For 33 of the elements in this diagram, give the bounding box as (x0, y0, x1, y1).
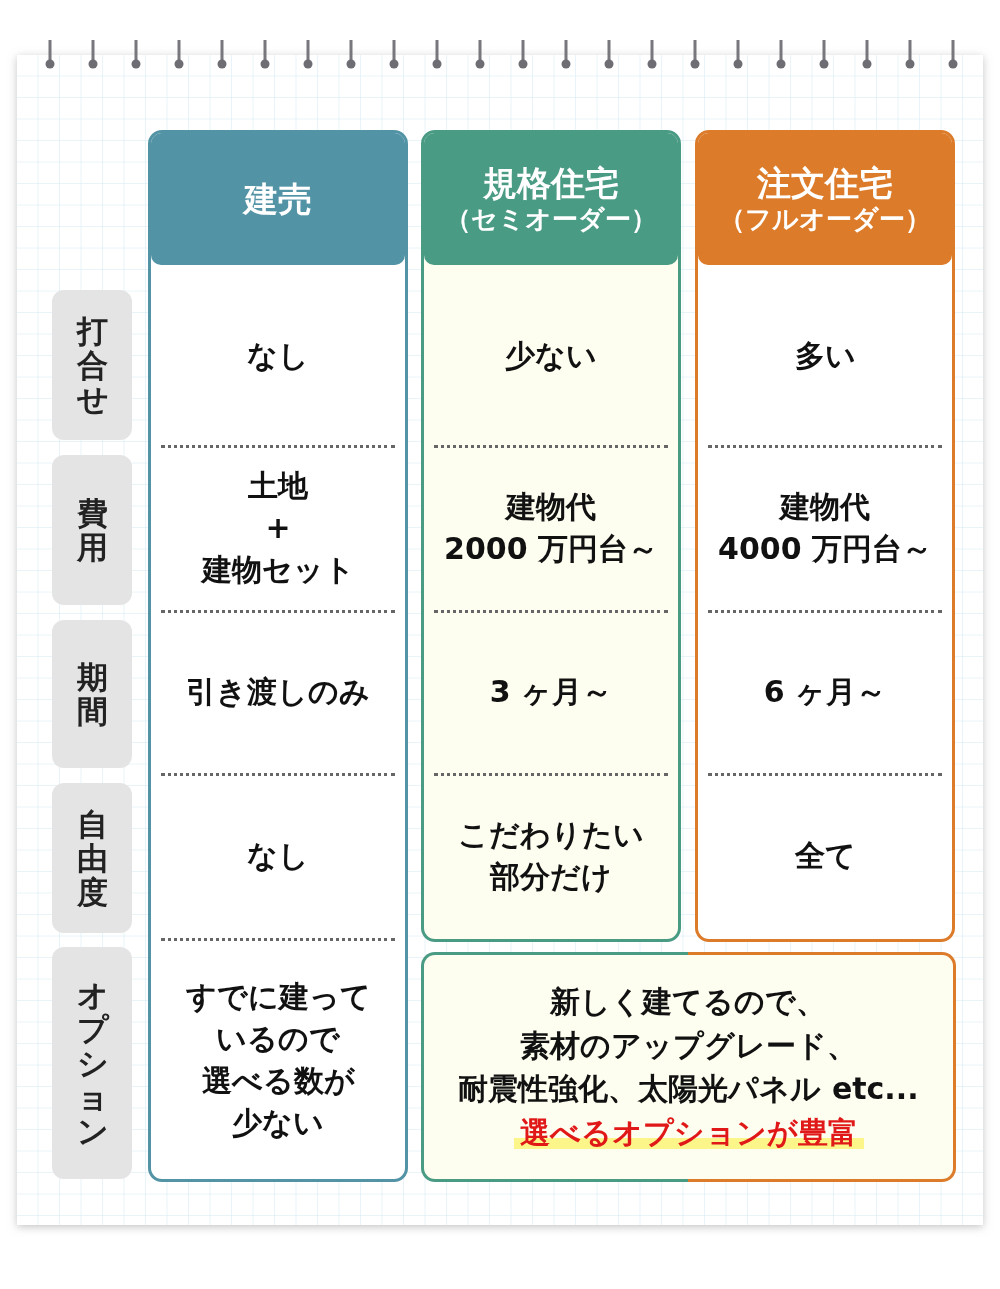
row-header (52, 455, 132, 605)
table-cell-text: 全て (794, 837, 856, 875)
table-cell-text: 土地+建物セット (201, 467, 355, 589)
option-description: 新しく建てるので、素材のアップグレード、耐震性強化、太陽光パネル etc... (458, 983, 919, 1108)
table-cell-text: すでに建っているので選べる数が少ない (185, 978, 371, 1142)
header-title: 規格住宅 (483, 163, 619, 204)
row-label: 費用 (76, 495, 108, 565)
table-cell-text: 建物代2000 万円台～ (444, 488, 658, 568)
row-label: 自由度 (76, 806, 108, 910)
table-cell-text: 引き渡しのみ (186, 673, 370, 711)
table-cell-text: なし (247, 837, 309, 875)
header-subtitle: （セミオーダー） (445, 203, 657, 235)
table-cell-text: なし (247, 336, 309, 375)
row-header (52, 290, 132, 440)
row-header (52, 620, 132, 768)
column-panel (695, 130, 955, 942)
table-cell-text: 3 ヶ月～ (489, 673, 613, 711)
table-cell-text: 6 ヶ月～ (763, 673, 887, 711)
row-label: オプション (76, 977, 108, 1149)
row-header (52, 947, 132, 1179)
row-header (52, 783, 132, 933)
row-label: 打合せ (76, 313, 108, 417)
table-cell-text: 建物代4000 万円台～ (718, 488, 932, 568)
header-title: 建売 (244, 178, 312, 220)
column-panel (421, 130, 681, 942)
table-cell-text: こだわりたい部分だけ (458, 816, 644, 896)
header-subtitle: （フルオーダー） (719, 203, 931, 235)
header-title: 注文住宅 (757, 163, 893, 204)
column-panel (148, 130, 408, 1182)
table-cell-text: 多い (794, 336, 856, 375)
row-label: 期間 (76, 659, 108, 729)
option-panel (421, 952, 956, 1182)
table-cell-text: 少ない (505, 336, 597, 375)
